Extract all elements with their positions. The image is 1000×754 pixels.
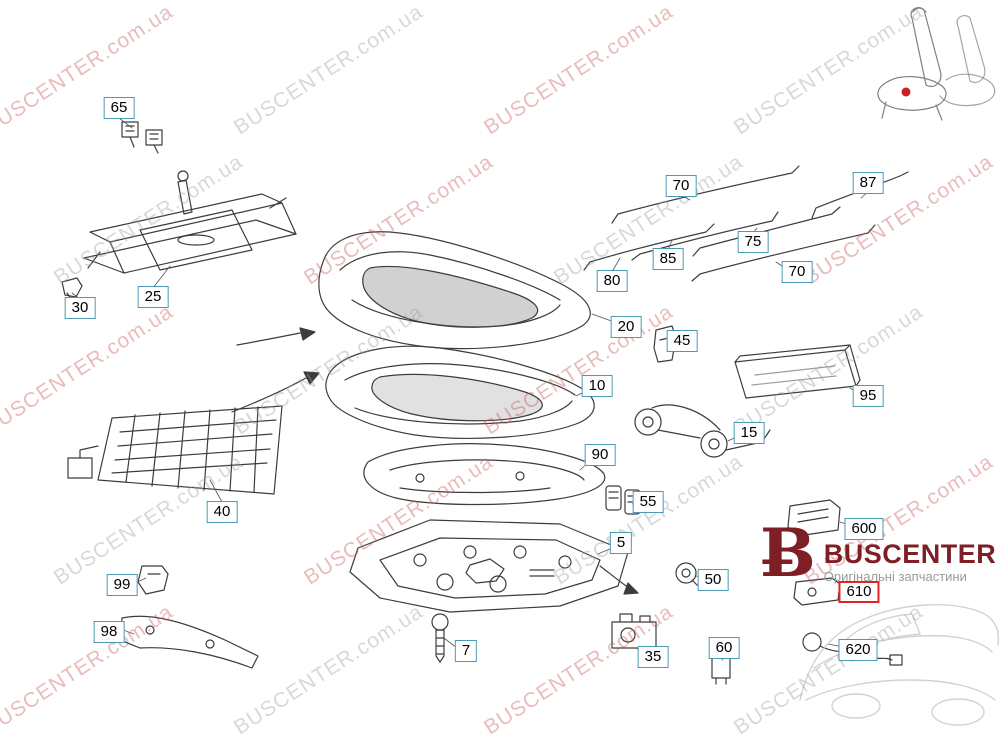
part-label-65[interactable]: 65 [103,97,135,119]
part-label-15[interactable]: 15 [733,422,765,444]
seat-cushion-part [325,345,595,439]
part-label-30[interactable]: 30 [64,297,96,319]
part-label-99[interactable]: 99 [106,574,138,596]
seat-position-dot [901,87,911,97]
part-label-70[interactable]: 70 [781,261,813,283]
seat-frame-part [349,519,629,613]
car-outline-sketch [799,604,1000,726]
part-label-98[interactable]: 98 [93,621,125,643]
part-label-45[interactable]: 45 [666,330,698,352]
seat-location-inset [877,6,996,121]
seat-heating-mat-part [67,405,283,495]
part-label-70[interactable]: 70 [665,175,697,197]
backrest-cushion-part [318,231,591,350]
part-label-55[interactable]: 55 [632,491,664,513]
part-label-10[interactable]: 10 [581,375,613,397]
logo-title: BUSCENTER [823,539,997,569]
part-label-90[interactable]: 90 [584,444,616,466]
logo-subtitle: Оригінальні запчастини [823,569,967,584]
connector-part [711,650,731,685]
buscenter-emblem-icon: Ƀ [760,514,816,592]
part-label-7[interactable]: 7 [454,640,478,662]
module-600-part [787,499,841,537]
module-610-part [793,577,841,606]
headrest-clips-part [121,121,163,154]
part-label-40[interactable]: 40 [206,501,238,523]
part-label-85[interactable]: 85 [652,248,684,270]
part-label-60[interactable]: 60 [708,637,740,659]
part-label-600[interactable]: 600 [844,518,884,540]
part-label-35[interactable]: 35 [637,646,669,668]
assembly-arrows [231,327,639,595]
bolt-part [431,613,449,663]
part-label-620[interactable]: 620 [838,639,878,661]
part-label-75[interactable]: 75 [737,231,769,253]
buscenter-logo: Ƀ BUSCENTER Оригінальні запчастини [760,518,996,588]
logo-text: BUSCENTER Оригінальні запчастини [824,518,997,584]
bracket-98-part [119,615,259,669]
part-label-95[interactable]: 95 [852,385,884,407]
seat-rails-part [83,170,297,274]
seat-pan-part [363,443,606,506]
part-label-25[interactable]: 25 [137,286,169,308]
part-label-87[interactable]: 87 [852,172,884,194]
part-label-20[interactable]: 20 [610,316,642,338]
part-label-50[interactable]: 50 [697,569,729,591]
part-label-80[interactable]: 80 [596,270,628,292]
part-label-610[interactable]: 610 [838,581,880,603]
part-label-5[interactable]: 5 [609,532,633,554]
